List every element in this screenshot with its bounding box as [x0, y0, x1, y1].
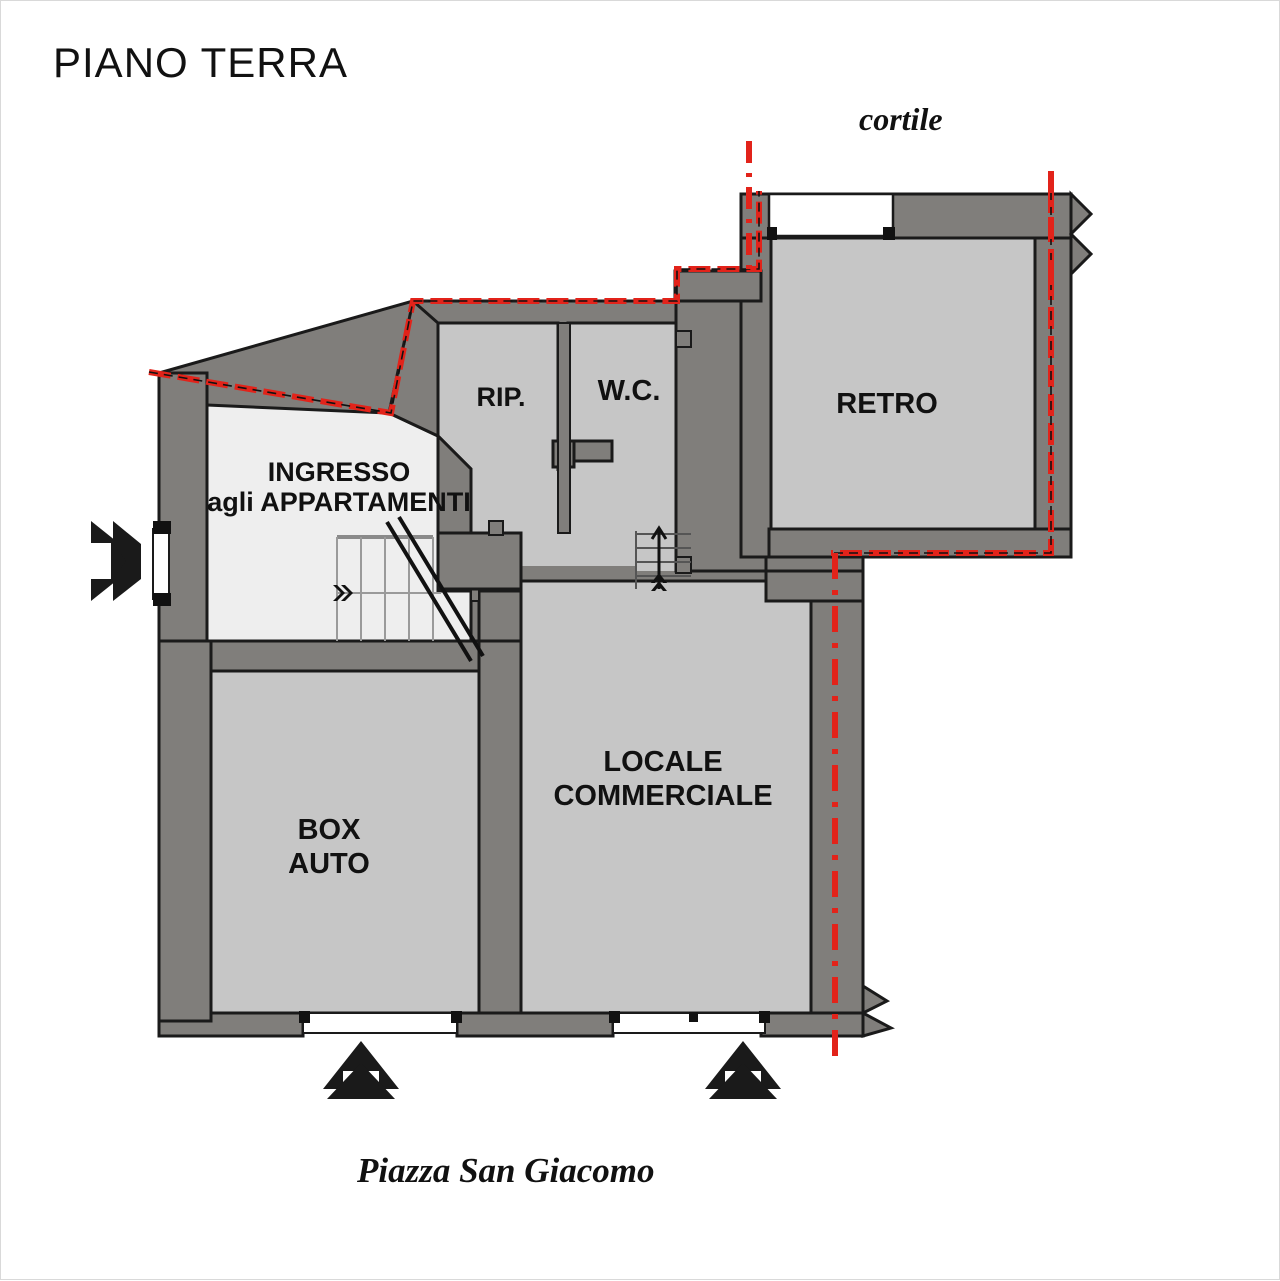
room-label-locale: LOCALE — [603, 746, 722, 778]
room-box-auto-floor — [209, 667, 481, 1015]
room-label-ingresso: INGRESSO — [268, 457, 411, 487]
wall-break-symbols — [859, 190, 1094, 1038]
room-labels: RIP. W.C. RETRO BOX AUTO LOCALE COMMERCI… — [207, 375, 938, 880]
door-ingresso — [152, 528, 170, 600]
axis-lines — [746, 141, 1054, 1061]
room-label-wc: W.C. — [598, 375, 661, 407]
entrance-arrow-left-icon — [91, 521, 141, 601]
openings — [152, 192, 895, 1034]
room-label-box-auto-2: AUTO — [288, 848, 370, 880]
entrance-arrow-street-1-icon — [323, 1041, 399, 1099]
room-floors — [162, 235, 1039, 1015]
staircase-ingresso — [333, 515, 485, 663]
break-line — [385, 515, 485, 663]
inner-stair-chevron-icon — [651, 573, 667, 591]
room-label-locale-2: COMMERCIALE — [553, 780, 772, 812]
street-label: Piazza San Giacomo — [357, 1151, 655, 1190]
entrance-arrow-street-2-icon — [705, 1041, 781, 1099]
property-boundary-line — [148, 191, 1054, 556]
window-retro-top — [767, 192, 895, 238]
courtyard-label: cortile — [859, 101, 943, 137]
room-label-retro: RETRO — [836, 388, 938, 420]
staircase-inner — [635, 525, 691, 591]
door-box-auto — [302, 1012, 458, 1034]
room-ingresso-floor — [205, 403, 473, 643]
page-title: PIANO TERRA — [53, 39, 348, 86]
room-label-rip: RIP. — [476, 382, 525, 412]
room-retro-floor — [767, 235, 1039, 557]
stair-direction-icon — [333, 585, 353, 601]
room-label-ingresso-2: agli APPARTAMENTI — [207, 487, 471, 517]
room-label-box-auto: BOX — [298, 814, 362, 846]
inner-stair-arrow-icon — [650, 525, 668, 589]
